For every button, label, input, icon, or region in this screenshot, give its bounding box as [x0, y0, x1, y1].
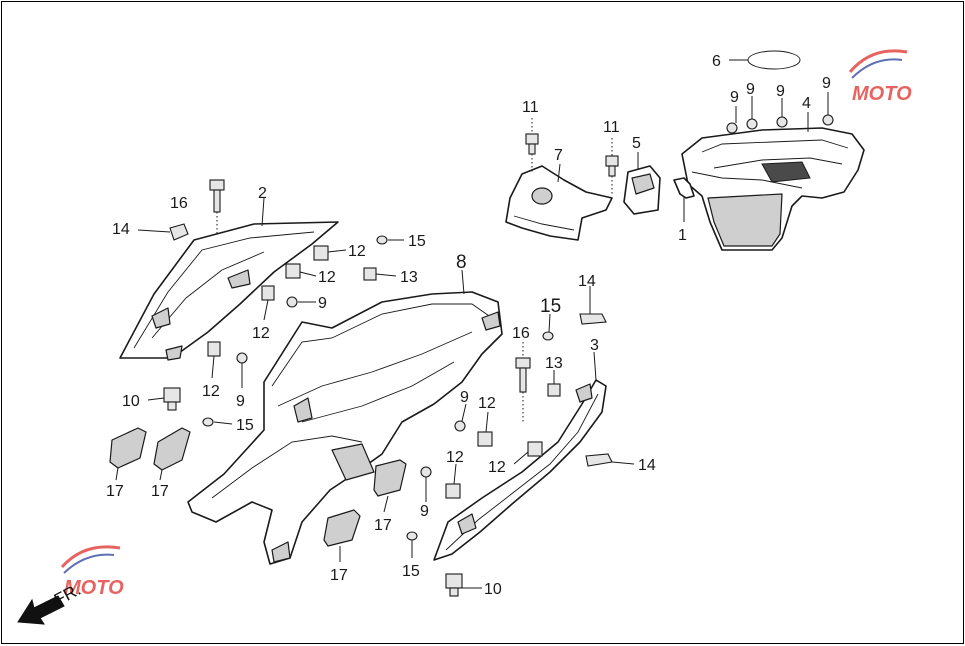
callout-17: 17 [374, 517, 392, 534]
callout-12: 12 [318, 269, 336, 286]
callout-9: 9 [746, 81, 755, 98]
callout-16: 16 [512, 325, 530, 342]
callout-15: 15 [236, 417, 254, 434]
callout-12: 12 [348, 243, 366, 260]
callout-1: 1 [678, 227, 687, 244]
callout-4: 4 [802, 95, 811, 112]
front-direction-arrow: FR. [17, 580, 84, 625]
callout-2: 2 [258, 185, 267, 202]
svg-text:MOTO: MOTO [852, 83, 912, 105]
storage-box-part [681, 127, 865, 251]
clip-part [673, 177, 695, 199]
callout-9: 9 [460, 389, 469, 406]
callout-15: 15 [540, 296, 561, 317]
callout-6: 6 [712, 53, 721, 70]
callout-9: 9 [730, 89, 739, 106]
svg-text:MOTO: MOTO [64, 577, 124, 599]
callout-16: 16 [170, 195, 188, 212]
bracket-part [623, 165, 661, 215]
callout-13: 13 [545, 355, 563, 372]
callout-17: 17 [330, 567, 348, 584]
callout-14: 14 [638, 457, 656, 474]
leader-lines [115, 59, 829, 589]
watermark-logo-bottom-left: MOTO [60, 545, 124, 599]
callout-11: 11 [522, 99, 539, 116]
callout-13: 13 [400, 269, 418, 286]
callout-12: 12 [488, 459, 506, 476]
callout-14: 14 [112, 221, 130, 238]
callout-15: 15 [408, 233, 426, 250]
callout-5: 5 [632, 135, 641, 152]
callout-10: 10 [122, 393, 140, 410]
callout-7: 7 [554, 147, 563, 164]
callout-12: 12 [202, 383, 220, 400]
left-side-cover-part [119, 221, 339, 361]
watermark-logo-top-right: MOTO [848, 49, 912, 105]
callout-9: 9 [822, 75, 831, 92]
right-side-cover-part [433, 379, 607, 561]
callout-3: 3 [590, 337, 599, 354]
callout-15: 15 [402, 563, 420, 580]
callout-labels: 6 11 11 5 7 4 1 9 9 9 9 16 2 14 15 12 12… [106, 53, 831, 598]
rear-frame-cover-part [187, 291, 503, 565]
callout-17: 17 [151, 483, 169, 500]
callout-11: 11 [603, 119, 620, 136]
callout-9: 9 [236, 393, 245, 410]
pad-parts [109, 427, 407, 547]
callout-12: 12 [252, 325, 270, 342]
callout-8: 8 [456, 252, 467, 273]
callout-9: 9 [776, 83, 785, 100]
cover-part [505, 165, 613, 241]
o-ring-part [747, 50, 801, 70]
callout-9: 9 [420, 503, 429, 520]
callout-12: 12 [446, 449, 464, 466]
callout-14: 14 [578, 273, 596, 290]
callout-17: 17 [106, 483, 124, 500]
hardware-parts [163, 114, 834, 597]
callout-10: 10 [484, 581, 502, 598]
callout-9: 9 [318, 295, 327, 312]
callout-12: 12 [478, 395, 496, 412]
